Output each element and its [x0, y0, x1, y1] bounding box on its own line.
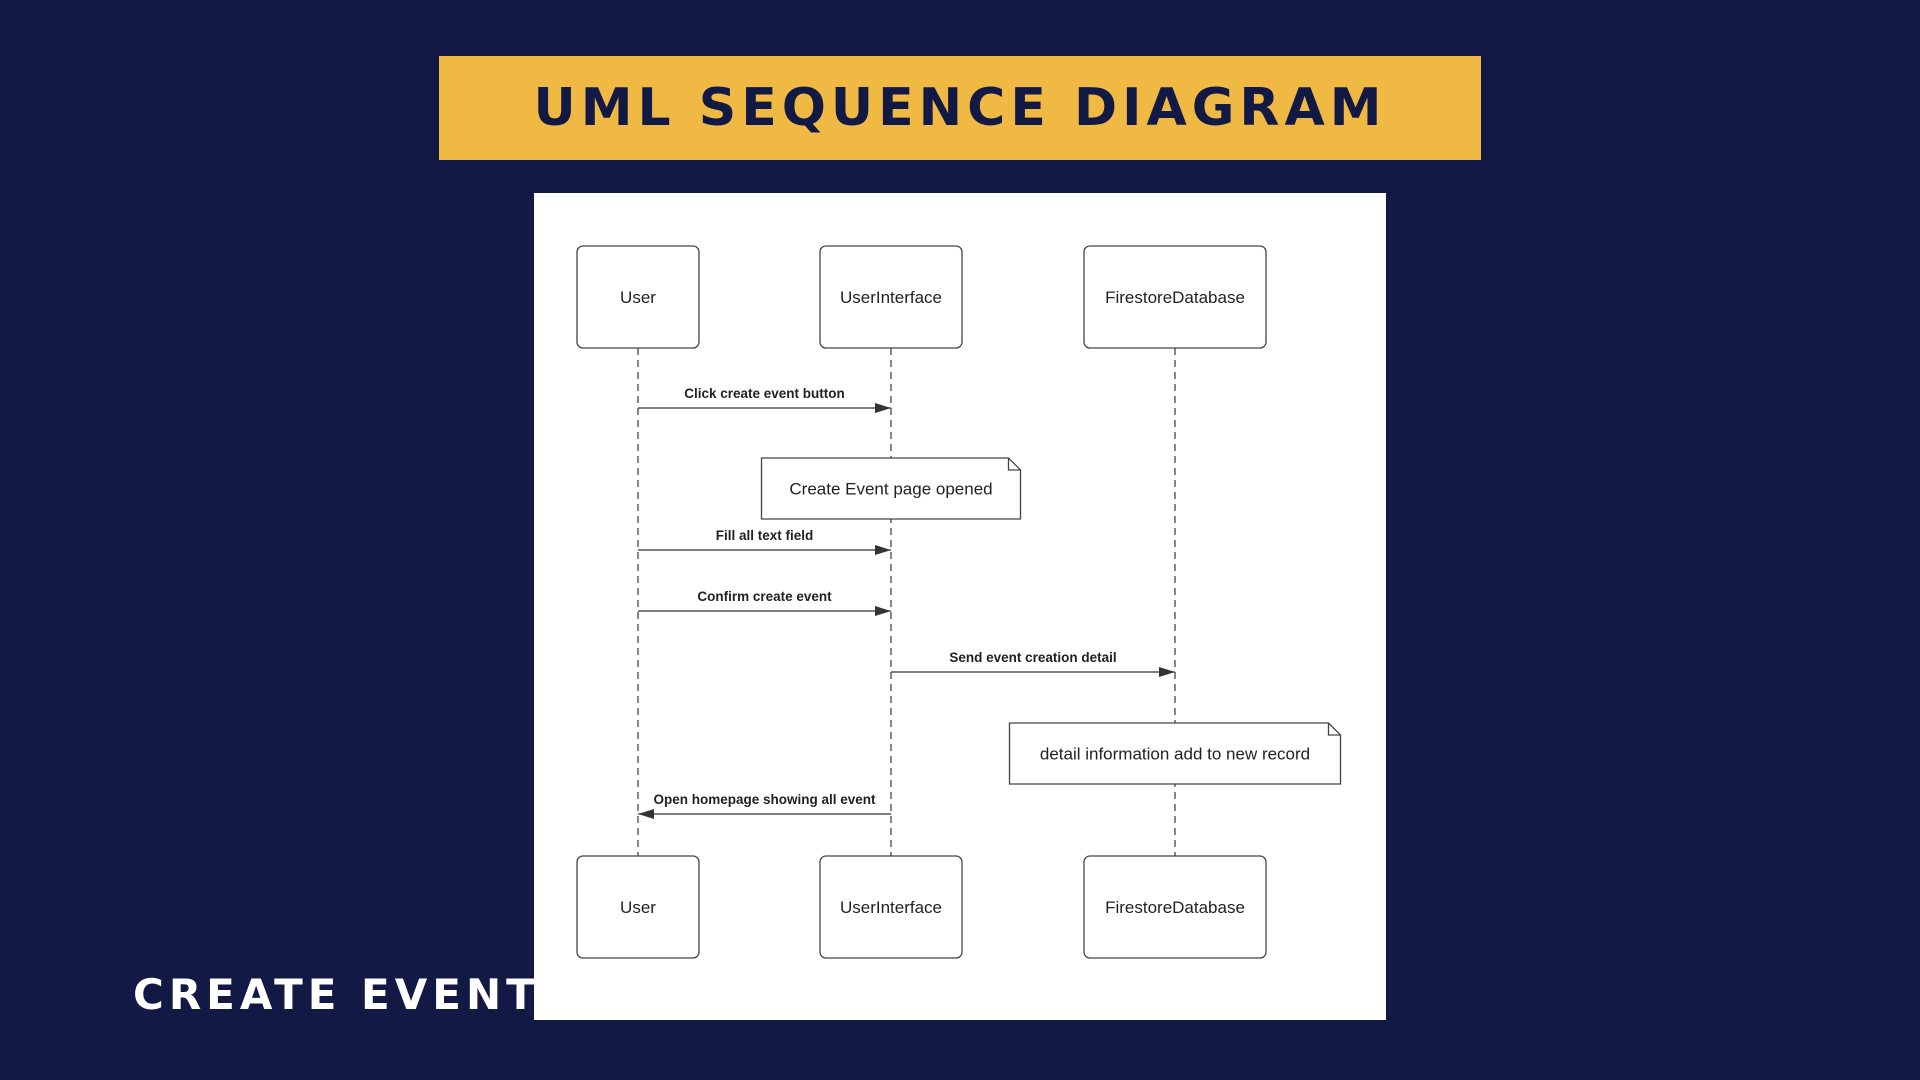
- participant-label: UserInterface: [840, 898, 942, 917]
- section-label: CREATE EVENT: [133, 970, 540, 1019]
- message-label: Confirm create event: [697, 589, 832, 604]
- message-label: Send event creation detail: [949, 650, 1116, 665]
- participant-bottom-user: User: [576, 855, 700, 959]
- message-7: Open homepage showing all event: [638, 792, 891, 819]
- note-fold: [1007, 458, 1021, 471]
- note-label: detail information add to new record: [1040, 745, 1310, 764]
- participant-label: User: [620, 898, 656, 917]
- participant-box: [1083, 855, 1267, 959]
- participant-bottom-db: FirestoreDatabase: [1083, 855, 1267, 959]
- note-6: detail information add to new record: [1008, 722, 1342, 785]
- note-box: [1008, 722, 1342, 785]
- slide-title: UML SEQUENCE DIAGRAM: [533, 78, 1387, 138]
- message-label: Click create event button: [684, 386, 845, 401]
- participant-box: [576, 245, 700, 349]
- participant-box: [1083, 245, 1267, 349]
- note-label: Create Event page opened: [789, 480, 992, 499]
- participant-bottom-ui: UserInterface: [819, 855, 963, 959]
- participant-box: [576, 855, 700, 959]
- message-3: Fill all text field: [638, 528, 891, 555]
- message-4: Confirm create event: [638, 589, 891, 616]
- note-fold: [1327, 723, 1341, 736]
- message-5: Send event creation detail: [891, 650, 1175, 677]
- participant-top-ui: UserInterface: [819, 245, 963, 349]
- message-label: Fill all text field: [716, 528, 814, 543]
- note-box: [760, 457, 1022, 520]
- message-1: Click create event button: [638, 386, 891, 413]
- message-label: Open homepage showing all event: [653, 792, 876, 807]
- participant-label: FirestoreDatabase: [1105, 898, 1245, 917]
- note-2: Create Event page opened: [760, 457, 1022, 520]
- participant-top-db: FirestoreDatabase: [1083, 245, 1267, 349]
- participant-label: User: [620, 288, 656, 307]
- title-banner: UML SEQUENCE DIAGRAM: [439, 56, 1481, 160]
- participant-label: FirestoreDatabase: [1105, 288, 1245, 307]
- participant-box: [819, 245, 963, 349]
- participant-top-user: User: [576, 245, 700, 349]
- participant-label: UserInterface: [840, 288, 942, 307]
- participant-box: [819, 855, 963, 959]
